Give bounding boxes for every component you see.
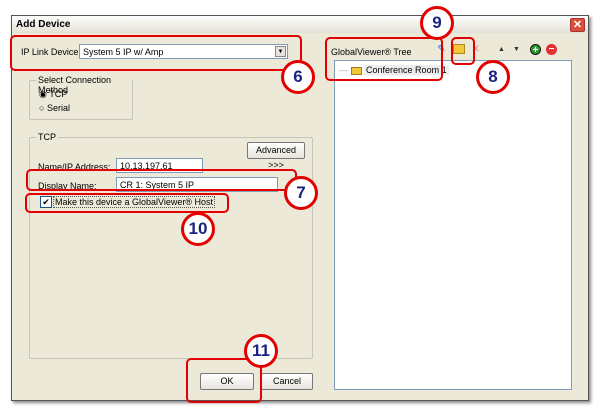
add-folder-icon[interactable] [453, 44, 465, 54]
radio-tcp[interactable]: ◉ TCP [39, 89, 67, 100]
highlight-ip-link [10, 35, 302, 71]
ip-link-device-select[interactable]: System 5 IP w/ Amp ▼ [79, 44, 288, 59]
callout-9: 9 [420, 6, 454, 40]
callout-10: 10 [181, 212, 215, 246]
add-icon[interactable]: + [530, 44, 541, 56]
connection-method-legend: Select Connection Method [36, 75, 132, 95]
dialog-title: Add Device [16, 19, 71, 30]
radio-serial[interactable]: ○ Serial [39, 103, 70, 113]
host-checkbox-label[interactable]: Make this device a GlobalViewer® Host [53, 196, 216, 208]
callout-7: 7 [284, 176, 318, 210]
tree-label: GlobalViewer® Tree [331, 47, 412, 57]
ip-link-label: IP Link Device: [21, 47, 81, 57]
tcp-group: TCP Advanced >>> Name/IP Address: 10.13.… [29, 132, 313, 359]
title-bar: Add Device ✕ [12, 16, 588, 33]
radio-empty-icon: ○ [39, 103, 45, 113]
highlight-add-folder [451, 37, 475, 65]
name-ip-label: Name/IP Address: [38, 162, 111, 172]
ok-button[interactable]: OK [200, 373, 254, 390]
radio-selected-icon: ◉ [39, 89, 47, 99]
close-button[interactable]: ✕ [570, 18, 585, 32]
folder-icon [350, 66, 362, 75]
radio-tcp-label: TCP [49, 89, 68, 99]
connection-method-group: Select Connection Method ◉ TCP ○ Serial [29, 75, 133, 120]
callout-6: 6 [281, 60, 315, 94]
remove-icon[interactable]: − [546, 44, 557, 55]
advanced-button[interactable]: Advanced >>> [247, 142, 305, 170]
tree-line: — [339, 65, 348, 75]
radio-serial-label: Serial [46, 103, 70, 113]
highlight-ok [186, 358, 262, 403]
callout-11: 11 [244, 334, 278, 368]
display-name-input[interactable]: CR 1: System 5 IP [116, 177, 278, 192]
host-checkbox[interactable]: ✔ [40, 196, 52, 208]
highlight-display-name [26, 169, 297, 191]
display-name-label: Display Name: [38, 181, 97, 191]
chevron-down-icon[interactable]: ▼ [275, 46, 286, 57]
globalviewer-tree[interactable]: — Conference Room 1 [334, 60, 572, 390]
callout-8: 8 [476, 60, 510, 94]
tcp-legend: TCP [36, 132, 58, 142]
tree-item-label: Conference Room 1 [364, 65, 449, 75]
ip-link-value: System 5 IP w/ Amp [83, 47, 164, 57]
cancel-button[interactable]: Cancel [261, 373, 313, 390]
move-down-icon[interactable]: ▼ [513, 46, 520, 53]
move-up-icon[interactable]: ▲ [498, 46, 505, 53]
highlight-host-checkbox [25, 193, 229, 213]
tree-item[interactable]: — Conference Room 1 [339, 65, 449, 75]
highlight-tree [325, 37, 443, 81]
delete-icon[interactable]: ✕ [471, 44, 480, 55]
